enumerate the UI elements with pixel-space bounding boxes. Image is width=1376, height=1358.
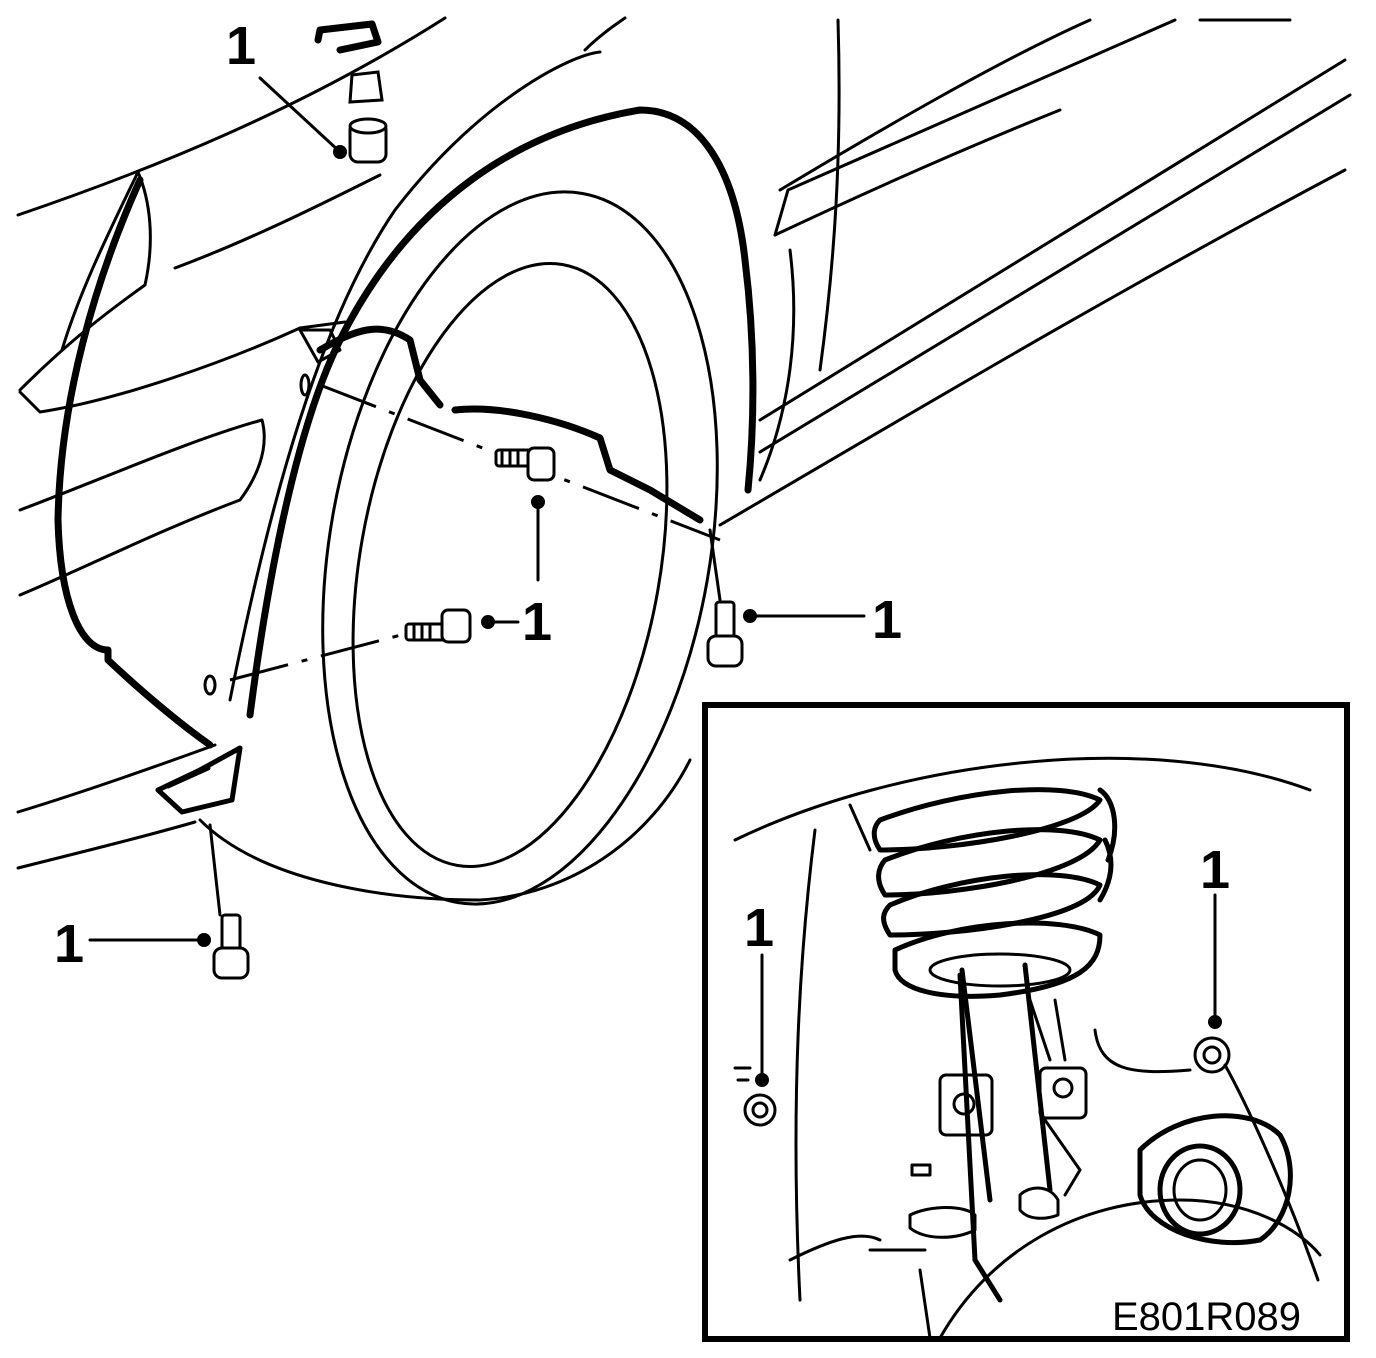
wheel-arch-liner	[198, 190, 721, 906]
fastener-bolt-icon	[404, 608, 472, 644]
figure-code: E801R089	[1112, 1295, 1301, 1339]
callout-label: 1	[226, 16, 256, 76]
leader-lines	[88, 76, 866, 947]
callout-label: 1	[1200, 840, 1230, 900]
fastener-bolt-icon	[706, 600, 744, 668]
fastener-nut-icon	[743, 1093, 777, 1127]
callout-label: 1	[522, 592, 552, 652]
callout-label: 1	[872, 590, 902, 650]
callout-label: 1	[54, 914, 84, 974]
detail-inset	[702, 702, 1350, 1342]
coil-spring-icon	[871, 787, 1118, 938]
fender-tab	[314, 20, 382, 54]
car-body-drawing	[16, 16, 1352, 870]
fastener-bolt-icon	[212, 913, 250, 980]
callout-label: 1	[744, 898, 774, 958]
fastener-bolt-icon	[494, 446, 556, 482]
push-clip-icon	[348, 70, 388, 164]
fastener-nut-icon	[1193, 1036, 1231, 1074]
